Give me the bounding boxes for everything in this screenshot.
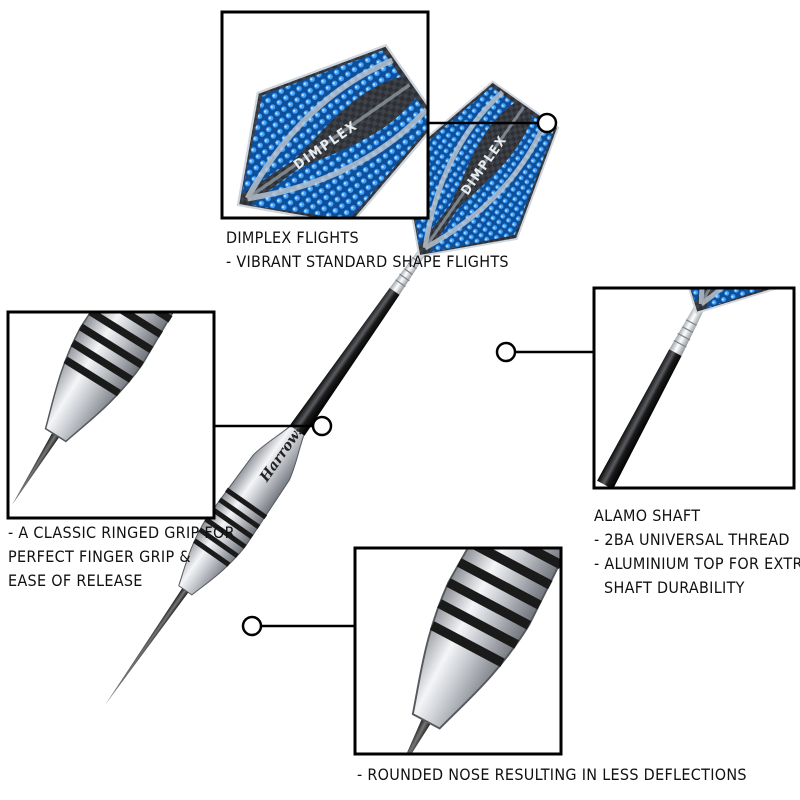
grip-caption-line-1: - A CLASSIC RINGED GRIP FOR [8, 523, 235, 542]
dart-shaft [289, 287, 400, 436]
nose-caption-line-1: - ROUNDED NOSE RESULTING IN LESS DEFLECT… [357, 765, 747, 784]
shaft-caption-line-3: SHAFT DURABILITY [604, 578, 745, 597]
grip-caption-line-3: EASE OF RELEASE [8, 571, 143, 590]
nose-connector-dot [241, 615, 263, 637]
main-dart: Harrows DIMPLEX [105, 64, 583, 705]
flights-caption-line-1: - VIBRANT STANDARD SHAPE FLIGHTS [226, 252, 509, 271]
inset-barrel-brand-print: Harrows [154, 179, 223, 270]
shaft-inset [592, 286, 796, 490]
nose-inset-frame [353, 546, 563, 756]
dart-point [105, 579, 195, 705]
flights-caption-title: DIMPLEX FLIGHTS [226, 228, 359, 247]
grip-inset: Harrows [6, 179, 223, 520]
nose-inset [353, 546, 563, 756]
grip-inset-frame [6, 310, 216, 520]
grip-caption: - A CLASSIC RINGED GRIP FOR PERFECT FING… [8, 521, 235, 593]
flights-connector-dot [536, 112, 558, 134]
nose-caption: - ROUNDED NOSE RESULTING IN LESS DEFLECT… [357, 763, 747, 787]
shaft-caption-title: ALAMO SHAFT [594, 506, 701, 525]
shaft-inset-frame [592, 286, 796, 490]
shaft-connector-dot [495, 341, 517, 363]
shaft-caption-line-1: - 2BA UNIVERSAL THREAD [594, 530, 790, 549]
grip-connector-dot [311, 415, 333, 437]
shaft-caption: ALAMO SHAFT - 2BA UNIVERSAL THREAD - ALU… [594, 504, 800, 600]
flights-inset: DIMPLEX [220, 10, 430, 220]
flights-caption: DIMPLEX FLIGHTS - VIBRANT STANDARD SHAPE… [226, 226, 509, 274]
grip-caption-line-2: PERFECT FINGER GRIP & [8, 547, 191, 566]
flights-inset-frame [220, 10, 430, 220]
shaft-caption-line-2: - ALUMINIUM TOP FOR EXTRA [594, 554, 800, 573]
